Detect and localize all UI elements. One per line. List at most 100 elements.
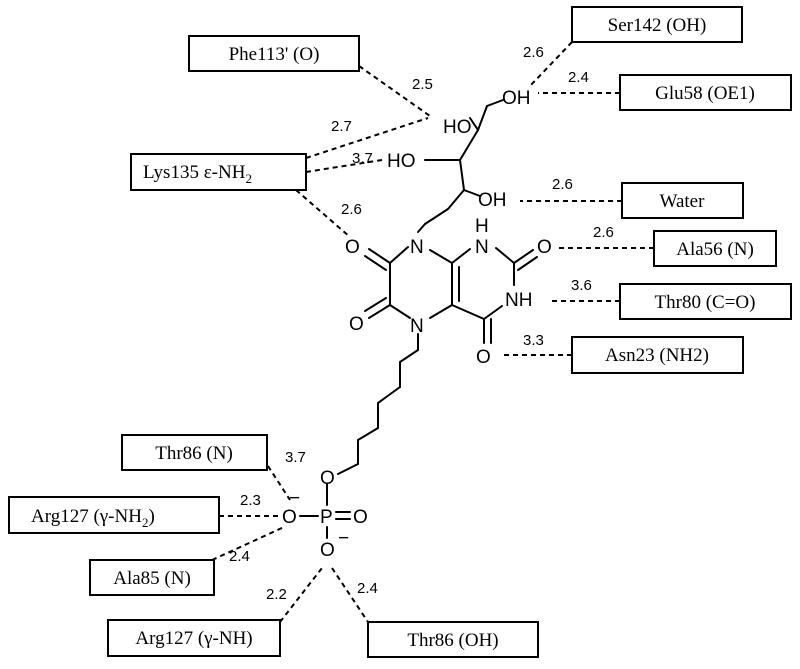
atom-label: O: [476, 347, 491, 368]
residue-label: Arg127 (γ-NH): [135, 628, 252, 649]
residue-label: Thr80 (C=O): [655, 292, 756, 313]
residue-thr86-n: Thr86 (N): [121, 434, 268, 471]
residue-box: [367, 621, 539, 658]
distance-label: 2.6: [341, 201, 362, 218]
residue-label: Water: [660, 191, 706, 212]
distance-label: 2.7: [331, 118, 352, 135]
residue-ser142: Ser142 (OH): [571, 6, 743, 43]
hbond-lys135-a: [305, 117, 429, 159]
atom-label: OH: [478, 190, 507, 211]
residue-box: [121, 434, 268, 471]
bond: [477, 105, 488, 131]
distance-label: 2.6: [552, 176, 573, 193]
residue-label: Glu58 (OE1): [655, 83, 755, 104]
residue-water: Water: [621, 182, 744, 219]
bond: [469, 117, 479, 131]
negative-charge: −: [289, 488, 300, 509]
bond: [364, 255, 387, 271]
residue-box: [619, 283, 792, 320]
bond: [377, 386, 401, 404]
bond: [495, 247, 515, 264]
atom-label: N: [475, 237, 489, 258]
residue-lys135: Lys135 ε-NH2: [130, 153, 307, 191]
bond: [451, 248, 471, 264]
bond: [463, 189, 481, 197]
distance-label: 2.4: [229, 548, 250, 565]
atom-label: O: [320, 468, 335, 489]
residue-phe113: Phe113' (O): [188, 35, 360, 72]
bond: [429, 304, 453, 319]
residue-asn23: Asn23 (NH2): [571, 336, 744, 374]
residue-glu58: Glu58 (OE1): [619, 74, 792, 111]
distance-label: 2.2: [266, 586, 287, 603]
residue-label: Phe113' (O): [229, 44, 320, 65]
distance-label: 2.6: [523, 44, 544, 61]
hbond-lys135-c: [295, 189, 351, 238]
distance-label: 2.4: [568, 69, 589, 86]
atom-label: HO: [443, 117, 472, 138]
hydrogen-bonds: [211, 41, 654, 623]
hbond-phe113: [358, 65, 431, 117]
atom-label: O: [537, 237, 552, 258]
hbond-lys135-b: [305, 159, 383, 173]
residue-ala85: Ala85 (N): [89, 559, 215, 596]
residue-arg127-gamma-nh: Arg127 (γ-NH): [107, 619, 281, 657]
bond: [337, 463, 359, 475]
atom-label: O: [282, 507, 297, 528]
residue-arg127-gamma-nh2: Arg127 (γ-NH2): [8, 496, 220, 534]
residue-label: Ala56 (N): [676, 239, 754, 260]
distance-label: 2.6: [593, 224, 614, 241]
atom-label: P: [320, 507, 333, 528]
negative-charge: −: [338, 528, 349, 549]
residue-ala56: Ala56 (N): [653, 230, 777, 267]
residue-box: [571, 6, 743, 43]
atom-label: O: [345, 237, 360, 258]
hbond-ala85: [211, 526, 285, 561]
bond: [459, 159, 465, 191]
atom-label: O: [349, 314, 364, 335]
distance-label: 2.3: [240, 492, 261, 509]
atom-label: O: [353, 507, 368, 528]
hbond-thr86-n: [267, 465, 291, 501]
residue-box: [107, 619, 281, 657]
bond: [429, 249, 453, 264]
hbond-ser142: [529, 41, 573, 87]
residue-box: [8, 496, 220, 534]
atom-label: N: [410, 316, 424, 337]
bond: [459, 129, 479, 161]
distance-label: 2.5: [412, 76, 433, 93]
residue-label: Asn23 (NH2): [605, 345, 709, 366]
distance-label: 3.6: [571, 277, 592, 294]
residue-box: [89, 559, 215, 596]
residue-label: Arg127 (γ-NH2): [31, 506, 155, 530]
residue-box: [188, 35, 360, 72]
distance-labels: 2.6 2.4 2.5 2.7 3.7 2.6 2.6 2.6 3.6 3.3 …: [229, 44, 614, 603]
distance-label: 3.3: [523, 332, 544, 349]
bond: [447, 189, 465, 210]
residue-label: Lys135 ε-NH2: [143, 162, 252, 186]
bond: [517, 256, 538, 271]
atom-label: HO: [387, 151, 416, 172]
residue-box: [619, 74, 792, 111]
bond: [486, 99, 504, 107]
bond: [399, 349, 419, 363]
residue-thr86-oh: Thr86 (OH): [367, 621, 539, 658]
atom-label: N: [410, 237, 424, 258]
residue-box: [621, 182, 744, 219]
bond: [389, 246, 409, 264]
hbond-arg127-b: [279, 567, 323, 623]
bond: [483, 305, 503, 320]
bond: [451, 304, 485, 320]
hbond-thr86-oh: [331, 567, 369, 623]
bond: [368, 304, 391, 319]
distance-label: 3.7: [352, 150, 373, 167]
residue-thr80: Thr80 (C=O): [619, 283, 792, 320]
residue-label: Ser142 (OH): [608, 15, 707, 36]
residue-label: Thr86 (OH): [407, 630, 498, 651]
residue-label: Ala85 (N): [113, 568, 191, 589]
molecule-atoms: OH HO HO OH H N N N NH O O O O O O − P O…: [282, 88, 552, 561]
bond: [357, 427, 379, 441]
bond: [389, 304, 411, 319]
